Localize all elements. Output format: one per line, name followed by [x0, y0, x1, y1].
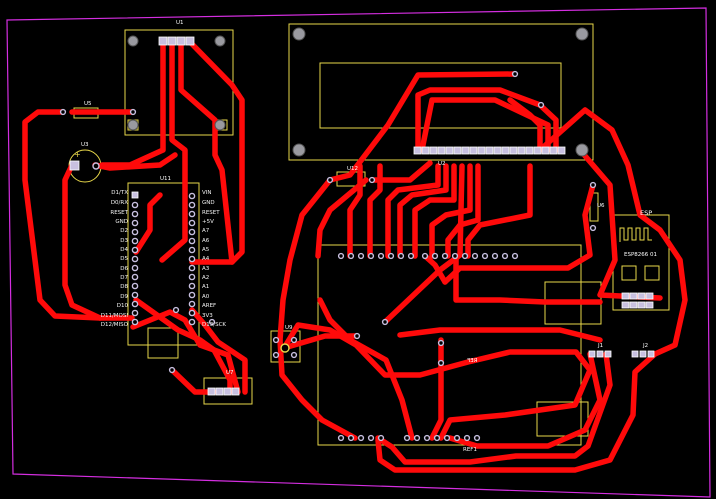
u3-plus-marker: +	[74, 150, 81, 159]
pin-label: D6	[120, 266, 128, 272]
pin-label: A3	[202, 266, 210, 272]
u9-outline	[270, 330, 301, 363]
j2-ref: J2	[643, 343, 649, 349]
pin-label: D0/RX	[110, 200, 128, 206]
pin-label: D1/TX	[111, 190, 128, 196]
u9-ref: U9	[285, 325, 293, 331]
esp-value: ESP8266 01	[624, 252, 658, 258]
pin-label: A6	[202, 238, 210, 244]
u1-ref: U1	[176, 20, 184, 26]
pad-layer	[59, 27, 655, 442]
u6-outline	[589, 192, 599, 222]
esp-ref: ESP	[640, 209, 653, 217]
pin-label: A5	[202, 247, 210, 253]
pin-label: GND	[202, 200, 215, 206]
u2-ref: U2	[438, 161, 446, 167]
pin-label: A0	[202, 294, 210, 300]
esp-antenna-silk	[619, 227, 652, 242]
pin-label: A2	[202, 275, 210, 281]
u11-regulator-outline	[147, 327, 179, 359]
pin-label: D9	[120, 294, 128, 300]
u11-ref: U11	[160, 176, 172, 182]
pin-label: A7	[202, 228, 210, 234]
pin-label: 3V3	[202, 313, 213, 319]
pin-label: D10	[116, 303, 128, 309]
j1-ref: J1	[598, 343, 604, 349]
u5-ref: U5	[84, 101, 92, 107]
pin-label: D12/MISO	[100, 322, 128, 328]
pin-label: A1	[202, 284, 210, 290]
pin-label: GND	[115, 219, 128, 225]
pin-label: RESET	[202, 210, 220, 216]
ref1-silk-text: REF	[467, 358, 478, 364]
pin-label: AREF	[202, 303, 217, 309]
pin-label: D3	[120, 238, 128, 244]
esp-chip2-outline	[644, 265, 660, 281]
pin-label: RESET	[110, 210, 128, 216]
u6-ref: U6	[597, 203, 605, 209]
pin-label: D5	[120, 256, 128, 262]
trace-layer	[22, 39, 688, 473]
u12-ref: U12	[347, 166, 359, 172]
u3-ref: U3	[81, 142, 89, 148]
pin-label: D4	[120, 247, 128, 253]
pin-label: A4	[202, 256, 210, 262]
pin-label: D11/MOSI	[100, 313, 128, 319]
ref1-ref: REF1	[463, 447, 477, 453]
pin-label: D8	[120, 284, 128, 290]
pin-label: VIN	[202, 190, 212, 196]
board-outline	[6, 7, 711, 498]
u8-lcd-window	[319, 62, 562, 129]
u8-lcd-outline	[288, 23, 594, 161]
esp-chip-outline	[621, 265, 637, 281]
u7-ref: U7	[226, 370, 234, 376]
pin-label: +5V	[202, 219, 214, 225]
pin-label: D13/SCK	[202, 322, 227, 328]
pin-label: D7	[120, 275, 128, 281]
pin-label: D2	[120, 228, 128, 234]
